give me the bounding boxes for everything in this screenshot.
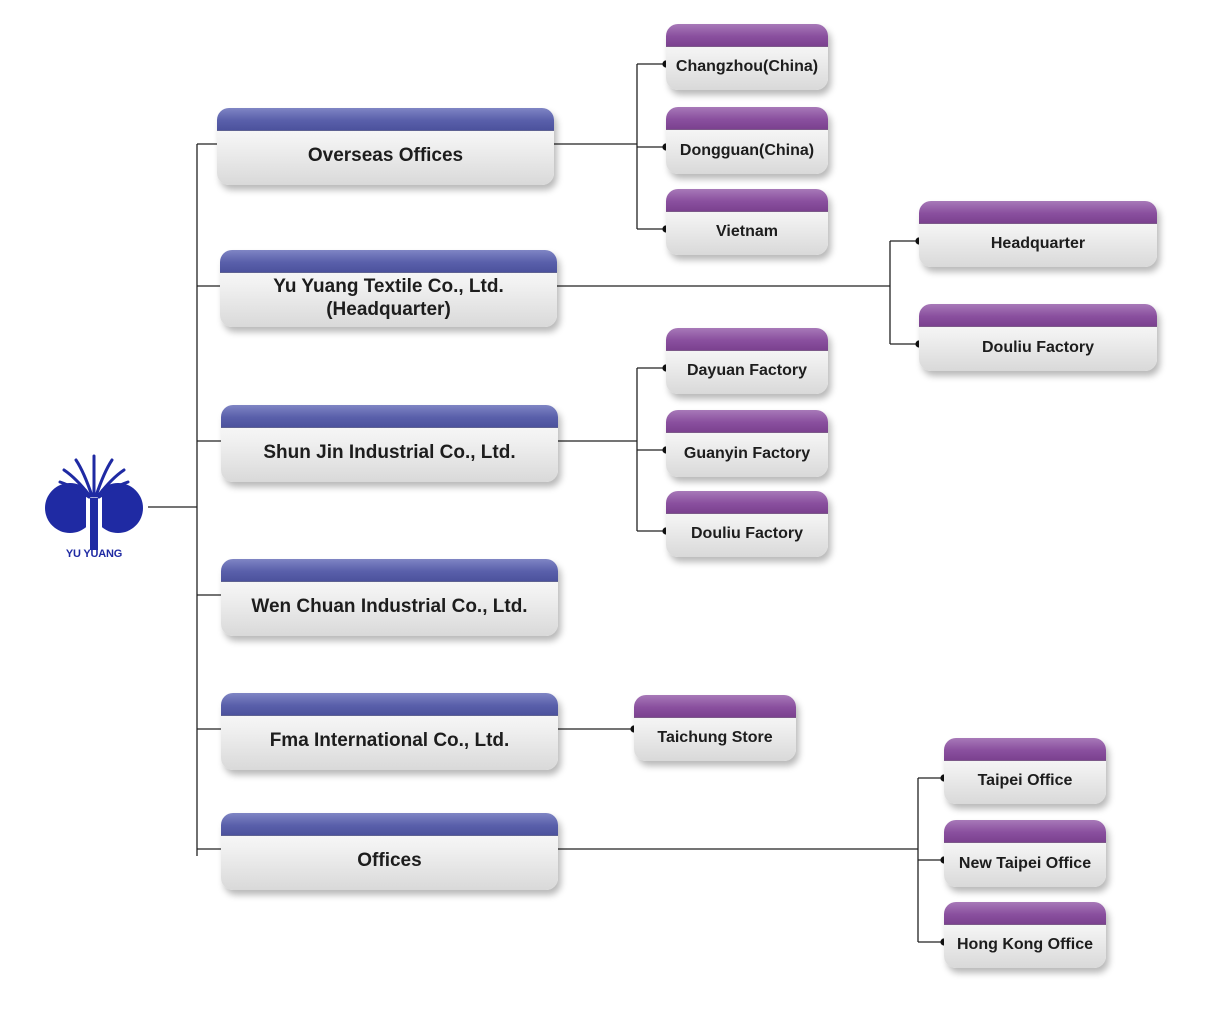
branch-box-hongkong: Hong Kong Office (944, 902, 1106, 968)
company-box-shunjin: Shun Jin Industrial Co., Ltd. (221, 405, 558, 482)
box-header-bar (666, 328, 828, 351)
branch-box-vietnam: Vietnam (666, 189, 828, 255)
box-header-bar (220, 250, 557, 273)
company-box-fma: Fma International Co., Ltd. (221, 693, 558, 770)
box-label: Dongguan(China) (679, 141, 815, 159)
box-label: Dayuan Factory (686, 362, 808, 380)
company-box-wenchuan: Wen Chuan Industrial Co., Ltd. (221, 559, 558, 636)
box-header-bar (666, 107, 828, 130)
box-label: Yu Yuang Textile Co., Ltd.(Headquarter) (273, 275, 504, 320)
box-label: Douliu Factory (690, 525, 803, 543)
box-label: Shun Jin Industrial Co., Ltd. (263, 442, 516, 464)
box-header-bar (944, 820, 1106, 843)
box-header-bar (634, 695, 796, 718)
box-label: New Taipei Office (958, 854, 1092, 872)
branch-box-hq: Headquarter (919, 201, 1157, 267)
box-label: Guanyin Factory (683, 444, 811, 462)
branch-box-newtaipei: New Taipei Office (944, 820, 1106, 887)
box-header-bar (221, 813, 558, 836)
box-header-bar (666, 491, 828, 514)
company-box-offices: Offices (221, 813, 558, 890)
box-label: Headquarter (990, 235, 1086, 253)
box-label: Douliu Factory (981, 338, 1094, 356)
branch-box-changzhou: Changzhou(China) (666, 24, 828, 90)
company-box-textile: Yu Yuang Textile Co., Ltd.(Headquarter) (220, 250, 557, 327)
box-header-bar (221, 693, 558, 716)
box-header-bar (944, 902, 1106, 925)
branch-box-taipei: Taipei Office (944, 738, 1106, 804)
box-header-bar (221, 405, 558, 428)
box-label: Fma International Co., Ltd. (269, 730, 510, 752)
box-header-bar (221, 559, 558, 582)
box-label: Taipei Office (977, 772, 1073, 790)
box-label: Hong Kong Office (957, 936, 1093, 954)
branch-box-guanyin: Guanyin Factory (666, 410, 828, 477)
branch-box-douliu-textile: Douliu Factory (919, 304, 1157, 371)
branch-box-dongguan: Dongguan(China) (666, 107, 828, 174)
box-header-bar (666, 410, 828, 433)
branch-box-taichung: Taichung Store (634, 695, 796, 761)
box-label: Taichung Store (657, 729, 773, 747)
brand-name: YU YUANG (65, 548, 123, 560)
box-header-bar (944, 738, 1106, 761)
box-header-bar (217, 108, 554, 131)
box-label: Overseas Offices (307, 145, 464, 167)
company-box-overseas: Overseas Offices (217, 108, 554, 185)
box-header-bar (919, 304, 1157, 327)
box-header-bar (919, 201, 1157, 224)
box-label: Changzhou(China) (675, 58, 819, 76)
box-header-bar (666, 24, 828, 47)
box-label: Wen Chuan Industrial Co., Ltd. (251, 596, 528, 618)
yu-yuang-logo (45, 454, 143, 550)
box-label: Vietnam (716, 223, 778, 241)
branch-box-dayuan: Dayuan Factory (666, 328, 828, 394)
box-header-bar (666, 189, 828, 212)
branch-box-douliu-shunjin: Douliu Factory (666, 491, 828, 557)
box-label: Offices (357, 850, 422, 872)
